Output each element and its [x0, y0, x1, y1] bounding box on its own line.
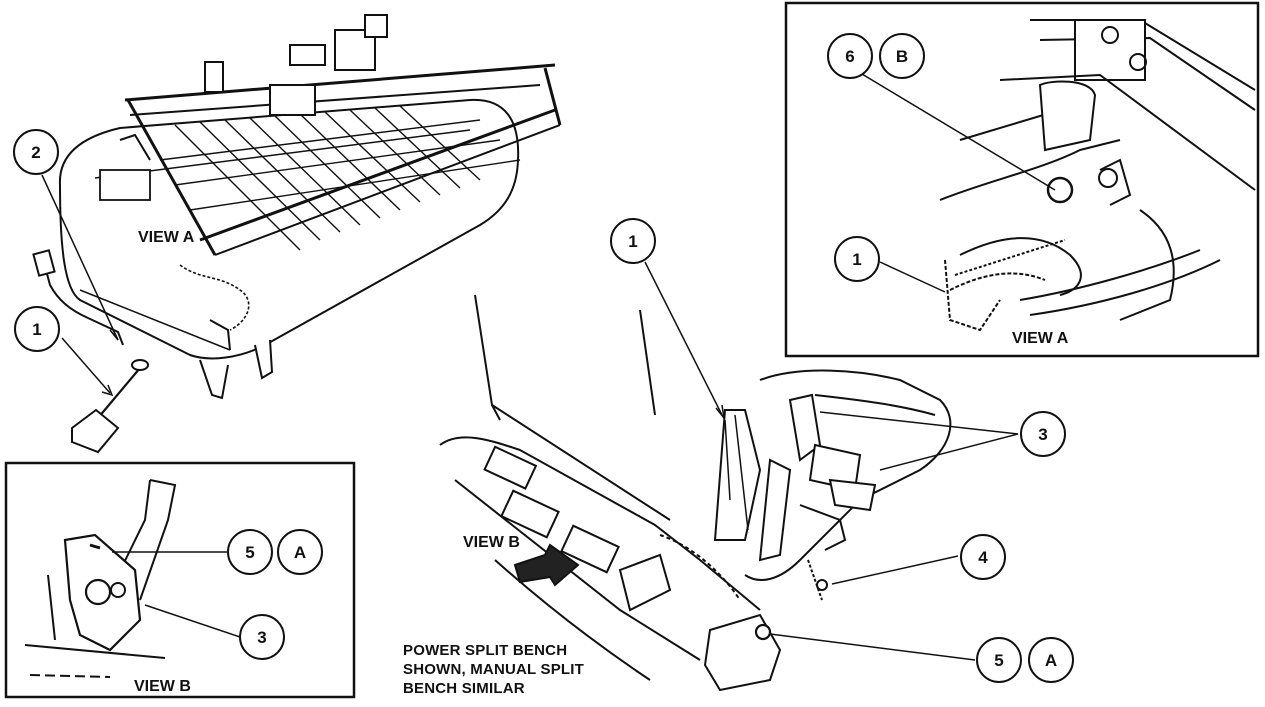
svg-text:A: A — [294, 543, 306, 562]
callout-5-main: 5 — [976, 637, 1022, 683]
svg-text:B: B — [896, 47, 908, 66]
callout-3-inset-b: 3 — [239, 614, 285, 660]
diagram-caption: POWER SPLIT BENCH SHOWN, MANUAL SPLIT BE… — [403, 642, 584, 697]
svg-text:1: 1 — [628, 232, 637, 251]
view-a-label-inset: VIEW A — [1012, 330, 1069, 347]
seat-belt-buckle-cable — [32, 249, 149, 454]
callout-5-inset-b: 5 — [227, 529, 273, 575]
inset-view-b-drawing — [24, 479, 177, 678]
main-seat-view — [439, 294, 952, 692]
callout-1-seat: 1 — [14, 306, 60, 352]
callout-1-main: 1 — [610, 218, 656, 264]
callout-leaders — [41, 73, 1056, 661]
svg-text:3: 3 — [257, 628, 266, 647]
callout-A-main: A — [1028, 637, 1074, 683]
caption-line-1: POWER SPLIT BENCH — [403, 642, 567, 659]
view-b-label-inset: VIEW B — [134, 678, 191, 695]
callout-6-inset: 6 — [827, 33, 873, 79]
callout-B-inset: B — [879, 33, 925, 79]
svg-text:5: 5 — [245, 543, 254, 562]
callout-A-inset-b: A — [277, 529, 323, 575]
svg-text:1: 1 — [32, 320, 41, 339]
svg-text:3: 3 — [1038, 425, 1047, 444]
svg-text:A: A — [1045, 651, 1057, 670]
svg-text:6: 6 — [845, 47, 854, 66]
callout-3-main: 3 — [1020, 411, 1066, 457]
inset-view-a-drawing — [939, 19, 1256, 332]
view-labels: VIEW A VIEW A VIEW B VIEW B — [134, 229, 1069, 695]
caption-line-2: SHOWN, MANUAL SPLIT — [403, 661, 584, 678]
svg-text:4: 4 — [978, 548, 988, 567]
view-b-label-main: VIEW B — [463, 534, 520, 551]
svg-text:5: 5 — [994, 651, 1003, 670]
callouts: 2 1 1 3 4 5 A 6 — [13, 33, 1074, 683]
seat-cushion-assembly — [58, 14, 562, 400]
callout-2-seat: 2 — [13, 129, 59, 175]
view-a-label-main: VIEW A — [138, 229, 195, 246]
inset-view-b-frame — [4, 461, 356, 699]
svg-text:2: 2 — [31, 143, 40, 162]
svg-text:1: 1 — [852, 250, 861, 269]
callout-4-main: 4 — [960, 534, 1006, 580]
callout-1-inset: 1 — [834, 236, 880, 282]
caption-line-3: BENCH SIMILAR — [403, 680, 525, 697]
